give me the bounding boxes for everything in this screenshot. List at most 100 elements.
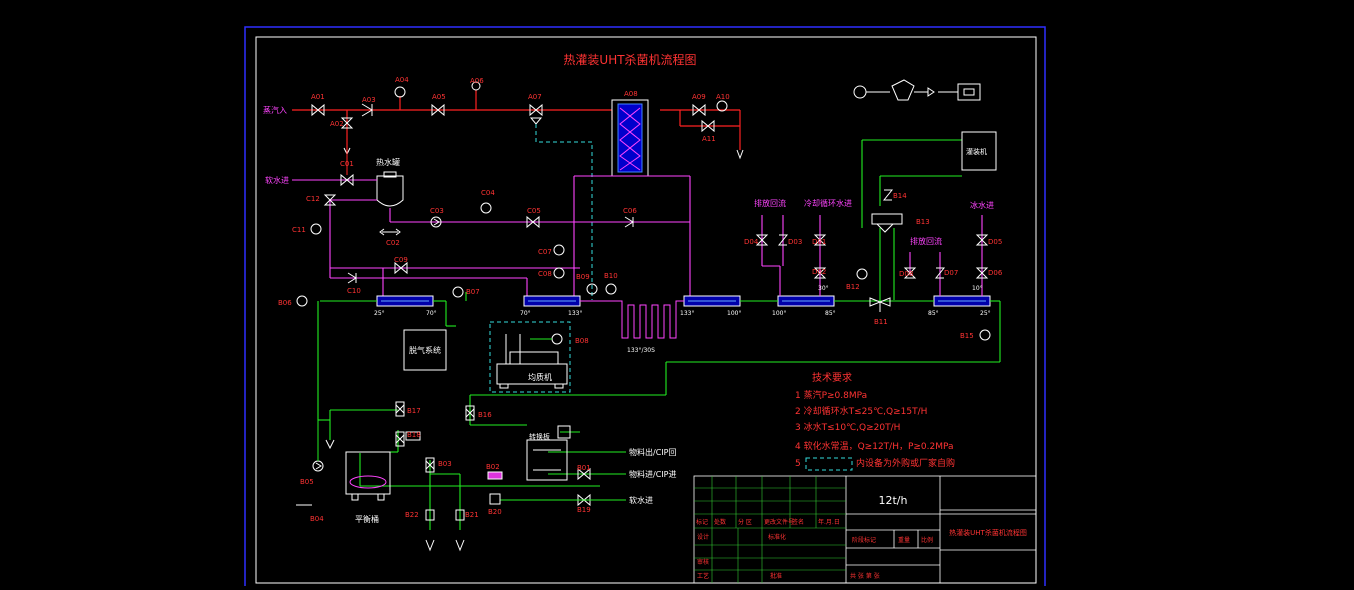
valve-a09[interactable] — [692, 103, 706, 117]
tag-b08: B08 — [575, 337, 589, 345]
gauge-a06[interactable] — [471, 81, 481, 91]
flow-diversion-label: 转换板 — [529, 432, 550, 441]
tag-b05: B05 — [300, 478, 314, 486]
heat-exchanger-2[interactable] — [523, 295, 581, 307]
gauge-b15[interactable] — [979, 329, 991, 341]
valve-b19[interactable] — [577, 493, 591, 507]
gauge-c08[interactable] — [553, 267, 565, 279]
tag-c03: C03 — [430, 207, 444, 215]
tag-a09: A09 — [692, 93, 706, 101]
degas-label: 脱气系统 — [409, 345, 441, 355]
label-temp-25b: 25° — [980, 310, 991, 317]
valve-c05[interactable] — [526, 215, 540, 229]
heat-exchanger-4[interactable] — [777, 295, 835, 307]
tb-col-change: 更改文件号 — [764, 518, 794, 526]
tb-check: 审核 — [697, 558, 709, 566]
valve-a05[interactable] — [431, 103, 445, 117]
gauge-b10[interactable] — [605, 283, 617, 295]
gauge-a04[interactable] — [394, 86, 406, 98]
valve-c01[interactable] — [340, 173, 354, 187]
steam-line — [292, 90, 741, 150]
gauge-c11[interactable] — [310, 223, 322, 235]
label-temp-70: 70° — [426, 310, 437, 317]
tag-a08: A08 — [624, 90, 638, 98]
homogenizer[interactable] — [496, 334, 568, 389]
diagram-title: 热灌装UHT杀菌机流程图 — [563, 52, 696, 67]
valve-b01[interactable] — [577, 467, 591, 481]
valve-d04[interactable] — [755, 234, 769, 246]
tag-d05: D05 — [988, 238, 1002, 246]
valve-b22[interactable] — [425, 509, 435, 521]
gauge-b06[interactable] — [296, 295, 308, 307]
valve-d08[interactable] — [903, 267, 917, 279]
tb-scale: 比例 — [921, 536, 933, 544]
valve-d06[interactable] — [975, 267, 989, 279]
check-valve-c06[interactable] — [624, 216, 634, 228]
tb-col-mark: 标记 — [696, 518, 708, 526]
gauge-b12[interactable] — [856, 268, 868, 280]
tag-c05: C05 — [527, 207, 541, 215]
tag-c11: C11 — [292, 226, 306, 234]
tag-d06: D06 — [988, 269, 1003, 277]
valve-b03[interactable] — [425, 457, 435, 473]
gauge-a10[interactable] — [716, 100, 728, 112]
valve-a11[interactable] — [701, 119, 715, 133]
valve-b20[interactable] — [489, 493, 501, 505]
gauge-b08[interactable] — [551, 333, 563, 345]
tag-b20: B20 — [488, 508, 502, 516]
check-valve-a03[interactable] — [361, 103, 373, 117]
flow-diversion-device[interactable] — [526, 425, 571, 481]
label-temp-30: 30° — [818, 285, 829, 292]
valve-b21[interactable] — [455, 509, 465, 521]
tb-col-count: 处数 — [714, 518, 726, 526]
steam-heater-a08[interactable] — [611, 99, 649, 177]
pump-b05[interactable] — [312, 460, 324, 472]
hot-water-tank-label: 热水罐 — [376, 157, 400, 167]
tb-approve: 批准 — [770, 572, 782, 580]
filler-label: 灌装机 — [966, 147, 987, 156]
gauge-b09[interactable] — [586, 283, 598, 295]
tag-b01: B01 — [577, 464, 591, 472]
degas-system[interactable] — [403, 329, 447, 371]
gauge-c04[interactable] — [480, 202, 492, 214]
heat-exchanger-5[interactable] — [933, 295, 991, 307]
gauge-b07[interactable] — [452, 286, 464, 298]
three-way-valve-b13[interactable] — [871, 213, 903, 233]
valve-b11[interactable] — [869, 297, 891, 312]
tag-a11: A11 — [702, 135, 716, 143]
tag-a07: A07 — [528, 93, 542, 101]
heat-exchanger-3[interactable] — [683, 295, 741, 307]
filler-machine[interactable] — [961, 131, 997, 171]
tb-design: 设计 — [697, 533, 709, 541]
check-valve-c10[interactable] — [347, 272, 357, 284]
valve-a01[interactable] — [311, 103, 325, 117]
valve-d02[interactable] — [813, 267, 827, 279]
valve-d05[interactable] — [975, 234, 989, 246]
valve-d03[interactable] — [777, 234, 789, 246]
valve-c09[interactable] — [394, 261, 408, 275]
valve-a07[interactable] — [529, 103, 543, 125]
tag-b11: B11 — [874, 318, 888, 326]
valve-b18[interactable] — [395, 431, 421, 447]
holding-tube[interactable] — [580, 300, 684, 339]
balance-tank[interactable] — [345, 451, 391, 501]
gauge-c07[interactable] — [553, 244, 565, 256]
hot-water-tank[interactable] — [376, 171, 404, 207]
outsourced-homogenizer-frame — [489, 321, 571, 393]
product-line — [317, 139, 1001, 530]
tag-c12: C12 — [306, 195, 320, 203]
valve-d07[interactable] — [934, 267, 946, 279]
pump-c03[interactable] — [430, 216, 442, 228]
valve-d01[interactable] — [813, 234, 827, 246]
tag-b16: B16 — [478, 411, 492, 419]
tag-b21: B21 — [465, 511, 479, 519]
hot-water-loop — [329, 175, 691, 296]
valve-b17[interactable] — [395, 401, 405, 417]
flowmeter-b02[interactable] — [487, 471, 503, 480]
valve-c12[interactable] — [323, 194, 337, 206]
heat-exchanger-1[interactable] — [376, 295, 434, 307]
balance-tank-label: 平衡桶 — [355, 514, 379, 524]
valve-b16[interactable] — [465, 405, 475, 421]
valve-b14[interactable] — [882, 189, 894, 201]
